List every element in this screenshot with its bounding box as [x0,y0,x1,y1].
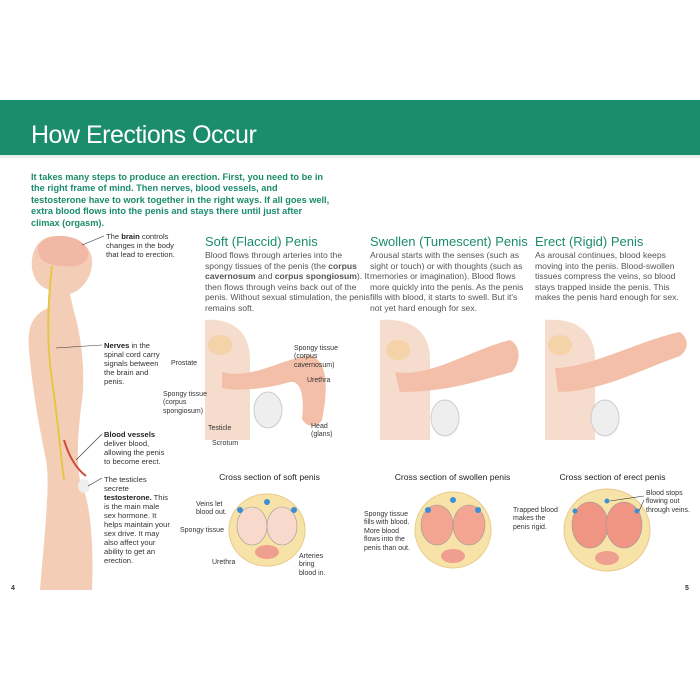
page-title: How Erections Occur [31,121,257,149]
trapped-blood-label: Trapped blood makes the penis rigid. [513,507,558,531]
testicle-label: Testicle [208,425,232,432]
spongy-tissue-label: Spongy tissue [180,527,224,534]
intro-text: It takes many steps to produce an erecti… [31,172,330,228]
brain-label: The brain controls changes in the body t… [106,232,175,259]
urethra-cross-label: Urethra [212,559,236,566]
prostate-label: Prostate [171,360,198,367]
swollen-penis-illustration [380,319,519,440]
erect-text: As arousal continues, blood keeps moving… [535,250,679,303]
page-number-right: 5 [685,585,689,592]
head-label: Head (glans) [311,423,333,439]
scrotum-label: Scrotum [212,440,239,447]
blood-stops-label: Blood stops flowing out through veins. [646,490,690,514]
header-band [0,100,700,155]
divider [0,155,700,158]
swollen-heading: Swollen (Tumescent) Penis [370,234,528,249]
cross-section-erect [563,488,651,572]
urethra-label: Urethra [307,377,331,384]
cross-section-soft [228,493,306,567]
soft-cross-title: Cross section of soft penis [219,472,320,482]
body-figure [28,235,105,590]
nerves-label: Nerves in the spinal cord carry signals … [104,341,160,386]
swollen-cross-title: Cross section of swollen penis [394,472,511,482]
blood-vessels-label: Blood vessels deliver blood, allowing th… [104,430,165,466]
spongy-cavernosum-label: Spongy tissue (corpus cavernosum) [294,345,338,369]
swollen-cross-label: Spongy tissue fills with blood. More blo… [364,511,410,552]
cross-section-swollen [414,491,492,569]
soft-text: Blood flows through arteries into the sp… [205,250,370,313]
swollen-text: Arousal starts with the senses (such as … [370,250,524,313]
arteries-label: Arteries bring blood in. [299,553,326,577]
erect-heading: Erect (Rigid) Penis [535,234,644,249]
veins-label: Veins let blood out. [196,501,227,517]
spongy-spongiosum-label: Spongy tissue (corpus spongiosum) [163,391,207,415]
testosterone-label: The testicles secrete testosterone. This… [104,475,170,565]
erect-cross-title: Cross section of erect penis [559,472,666,482]
page-number-left: 4 [11,585,15,592]
soft-penis-illustration [205,319,326,440]
erect-penis-illustration [545,319,687,440]
soft-heading: Soft (Flaccid) Penis [205,234,318,249]
